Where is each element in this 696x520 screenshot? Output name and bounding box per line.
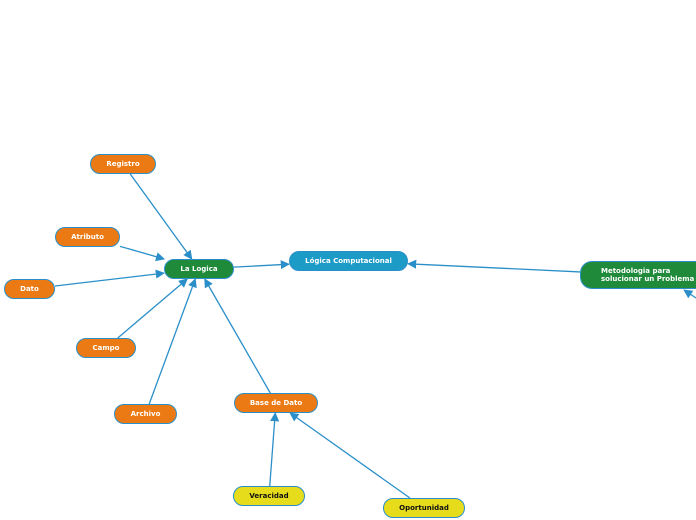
connector-atributo-to-la_logica <box>119 245 166 262</box>
connector-registro-to-la_logica <box>129 173 193 260</box>
node-archivo[interactable]: Archivo <box>114 404 177 424</box>
node-campo[interactable]: Campo <box>76 338 136 358</box>
node-veracidad[interactable]: Veracidad <box>233 486 305 506</box>
connector-base_de_dato-to-la_logica <box>204 278 271 394</box>
node-la-logica[interactable]: La Logica <box>164 259 234 279</box>
node-dato[interactable]: Dato <box>4 279 55 299</box>
node-metodologia[interactable]: Metodologia para solucionar un Problema <box>580 261 696 289</box>
connector-metodologia-to-logica_computacional <box>407 259 581 273</box>
node-base-de-dato[interactable]: Base de Dato <box>234 393 318 413</box>
offscreen-connector <box>683 289 696 299</box>
node-registro[interactable]: Registro <box>90 154 156 174</box>
node-logica-computacional[interactable]: Lógica Computacional <box>289 251 408 271</box>
connector-dato-to-la_logica <box>54 269 165 287</box>
node-atributo[interactable]: Atributo <box>55 227 120 247</box>
connector-archivo-to-la_logica <box>148 278 197 405</box>
node-oportunidad[interactable]: Oportunidad <box>383 498 465 518</box>
connector-la_logica-to-logica_computacional <box>233 260 290 270</box>
connector-oportunidad-to-base_de_dato <box>289 412 411 499</box>
connector-veracidad-to-base_de_dato <box>269 412 280 487</box>
connector-campo-to-la_logica <box>117 278 188 339</box>
